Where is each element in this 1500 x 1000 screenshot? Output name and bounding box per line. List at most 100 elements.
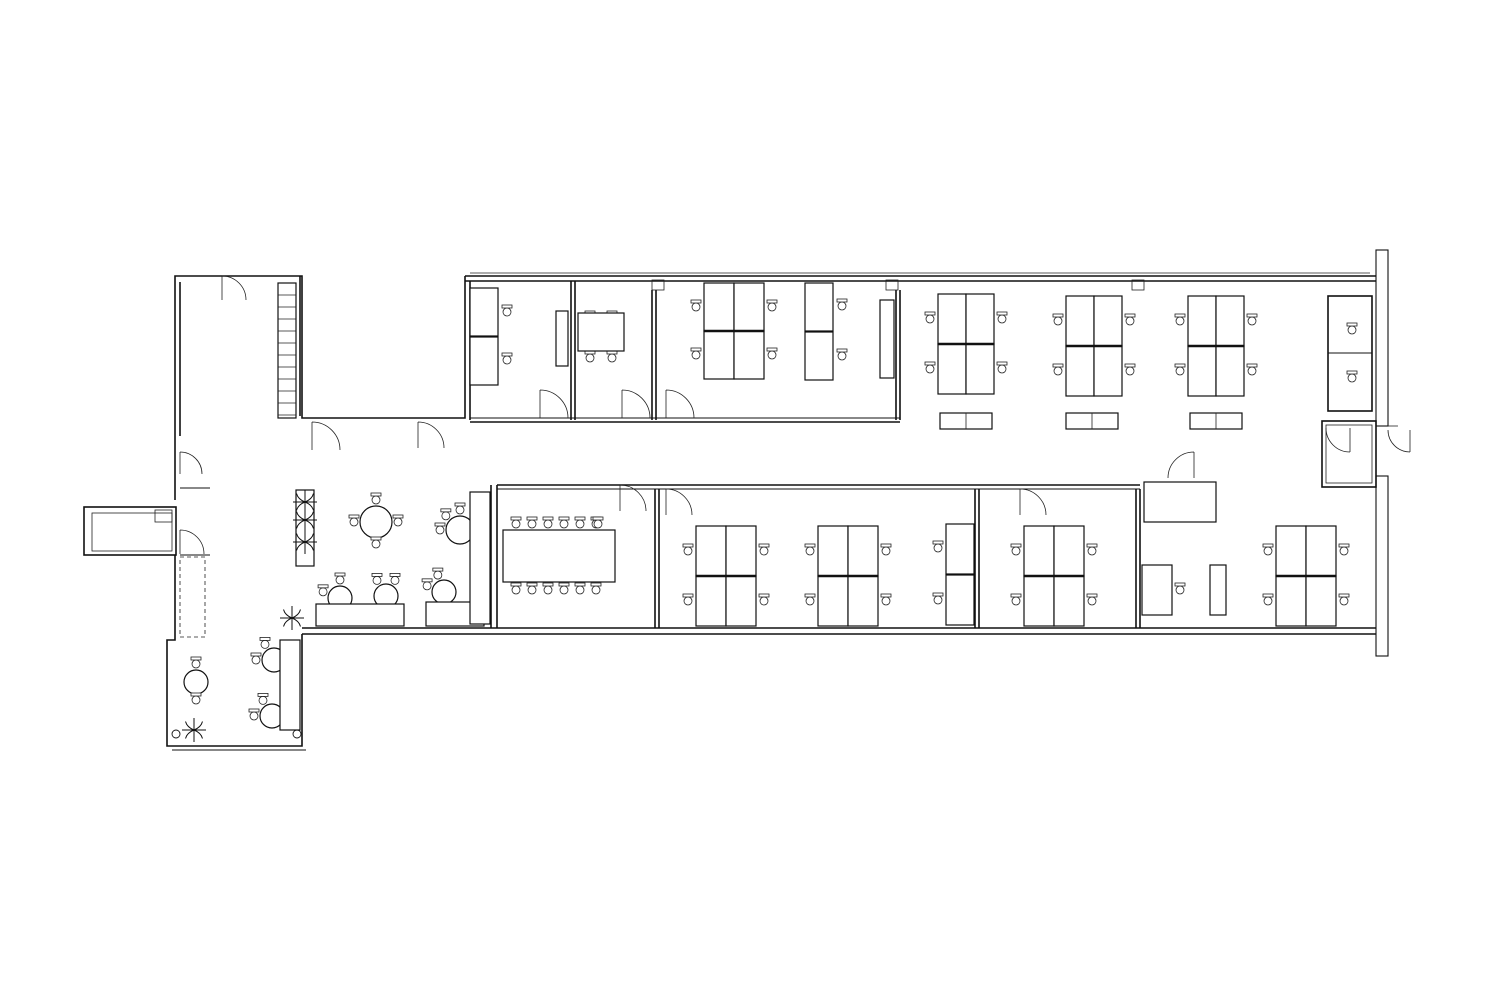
chair-back: [392, 514, 404, 519]
chair-seat: [1125, 316, 1135, 326]
chair-back: [370, 536, 382, 541]
chair-back: [590, 582, 602, 587]
chair-seat: [1263, 596, 1273, 606]
chair-back: [1346, 322, 1358, 327]
door-swing: [311, 421, 341, 451]
door-swing: [417, 421, 445, 449]
table-top: [359, 505, 393, 539]
chair-seat: [759, 546, 769, 556]
chair-seat: [371, 495, 381, 505]
chair-back: [592, 516, 604, 521]
chair-seat: [925, 364, 935, 374]
chair-seat: [1247, 316, 1257, 326]
chair-seat: [607, 353, 617, 363]
door: [621, 389, 651, 419]
chair-back: [682, 593, 694, 598]
chair: [558, 582, 570, 595]
chair: [932, 592, 944, 605]
chair-back: [434, 522, 446, 527]
desk: [1053, 575, 1085, 627]
chair-back: [1124, 313, 1136, 318]
chair: [334, 572, 346, 585]
chair-seat: [502, 307, 512, 317]
chair: [606, 350, 618, 363]
chair: [1052, 313, 1064, 326]
chair-back: [542, 582, 554, 587]
chair-back: [370, 492, 382, 497]
chair-seat: [1175, 585, 1185, 595]
desk: [965, 343, 995, 395]
chair: [501, 304, 513, 317]
chair-back: [454, 502, 466, 507]
chair-back: [334, 572, 346, 577]
chair-back: [389, 573, 401, 577]
chair-back: [1346, 370, 1358, 375]
chair-back: [1246, 313, 1258, 318]
chair-seat: [683, 596, 693, 606]
doors: [179, 275, 1411, 555]
chair-back: [924, 311, 936, 316]
chair-seat: [683, 546, 693, 556]
chair-seat: [349, 517, 359, 527]
desk-pod: [682, 525, 770, 627]
chair: [1010, 593, 1022, 606]
leaf: [296, 519, 306, 529]
chair: [1262, 593, 1274, 606]
chair: [1052, 363, 1064, 376]
desk: [817, 575, 849, 627]
chair-seat: [767, 350, 777, 360]
chair-back: [880, 593, 892, 598]
desk: [1187, 295, 1217, 347]
chair-seat: [881, 596, 891, 606]
chair: [592, 516, 604, 529]
desk: [695, 525, 727, 577]
chair: [804, 593, 816, 606]
chair-seat: [805, 596, 815, 606]
round-table: [371, 573, 401, 609]
desk: [1215, 345, 1245, 397]
door: [1019, 488, 1047, 516]
leaf: [193, 729, 203, 739]
plant: [182, 718, 206, 742]
chair-back: [1174, 313, 1186, 318]
chair-back: [1086, 543, 1098, 548]
leaf: [304, 511, 314, 521]
leaf: [304, 493, 314, 503]
desk: [469, 287, 499, 337]
desk-pod: [1010, 525, 1098, 627]
plant: [280, 606, 304, 630]
chair-seat: [805, 546, 815, 556]
chair: [996, 361, 1008, 374]
chair-seat: [251, 655, 261, 665]
chair: [880, 543, 892, 556]
chair-seat: [1263, 546, 1273, 556]
chair-seat: [191, 695, 201, 705]
chair-seat: [691, 350, 701, 360]
desk: [817, 525, 849, 577]
chair: [259, 637, 271, 649]
door: [665, 389, 695, 419]
chair-seat: [837, 301, 847, 311]
chair: [370, 492, 382, 505]
leaf: [304, 533, 314, 543]
chair-back: [1338, 543, 1350, 548]
leaf: [296, 533, 306, 543]
chair-seat: [591, 585, 601, 595]
chair: [1086, 543, 1098, 556]
door-swing: [1387, 429, 1411, 453]
leaf: [296, 501, 306, 511]
desk: [1215, 295, 1245, 347]
chair-seat: [1053, 366, 1063, 376]
door: [1325, 427, 1351, 453]
round-table: [434, 502, 475, 545]
chair: [1346, 370, 1358, 383]
chair: [1262, 543, 1274, 556]
desk: [1093, 295, 1123, 347]
chair: [1338, 593, 1350, 606]
chair-seat: [249, 711, 259, 721]
chair-back: [804, 543, 816, 548]
desk-pod: [804, 525, 892, 627]
door: [539, 389, 569, 419]
chair-back: [682, 543, 694, 548]
chair-back: [558, 582, 570, 587]
